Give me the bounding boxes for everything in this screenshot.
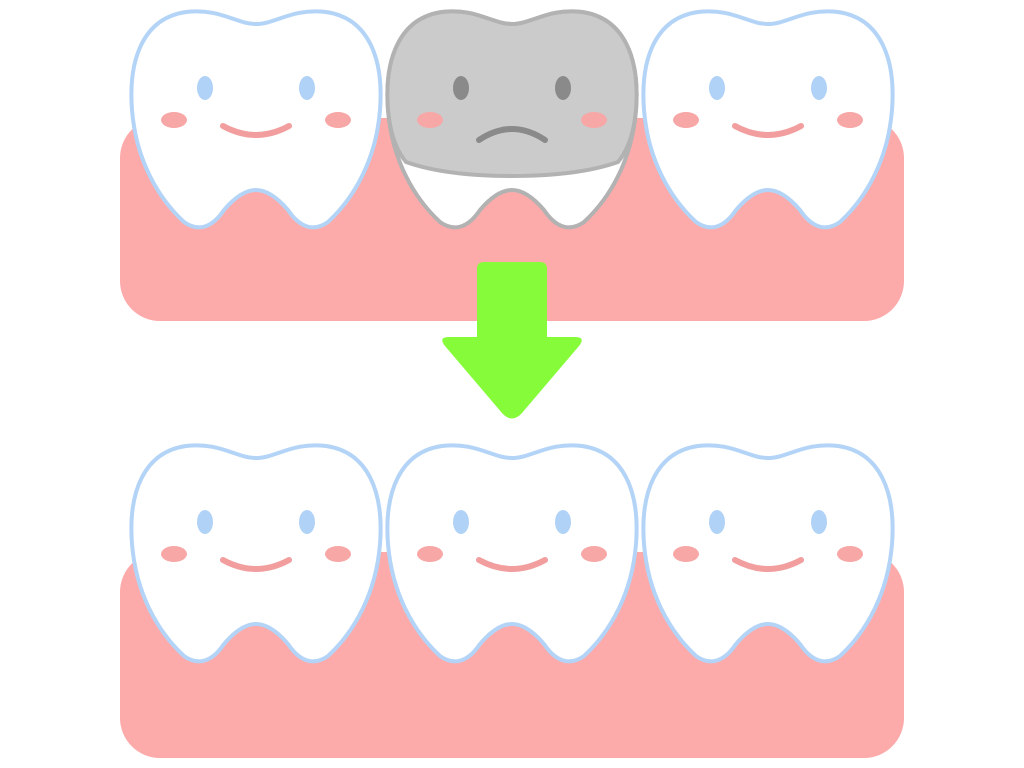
left-eye [197, 76, 213, 100]
left-eye [709, 76, 725, 100]
right-cheek [837, 112, 863, 128]
right-cheek [325, 112, 351, 128]
right-cheek [581, 112, 607, 128]
after-teeth [129, 443, 895, 664]
tooth-body [641, 443, 895, 664]
before-row [120, 9, 904, 321]
right-eye [299, 76, 315, 100]
left-eye [453, 76, 469, 100]
tooth-body [129, 443, 383, 664]
right-cheek [325, 546, 351, 562]
before-teeth [129, 9, 895, 230]
after-row [120, 443, 904, 758]
left-cheek [417, 112, 443, 128]
right-eye [555, 510, 571, 534]
smile [732, 123, 804, 138]
left-eye [709, 510, 725, 534]
frown [476, 126, 548, 143]
left-cheek [161, 112, 187, 128]
tooth-body [129, 9, 383, 230]
left-eye [453, 510, 469, 534]
metal-crown-tooth [385, 9, 639, 230]
metal-crown [385, 9, 639, 178]
left-cheek [161, 546, 187, 562]
healthy-tooth [641, 443, 895, 664]
smile [220, 123, 292, 138]
left-cheek [673, 546, 699, 562]
left-eye [197, 510, 213, 534]
smile [220, 557, 292, 572]
smile [476, 557, 548, 572]
tooth-body [385, 443, 639, 664]
right-eye [299, 510, 315, 534]
right-cheek [837, 546, 863, 562]
healthy-tooth [385, 443, 639, 664]
right-eye [555, 76, 571, 100]
healthy-tooth [129, 443, 383, 664]
down-arrow-icon [442, 262, 582, 419]
healthy-tooth [129, 9, 383, 230]
smile [732, 557, 804, 572]
healthy-tooth [641, 9, 895, 230]
left-cheek [673, 112, 699, 128]
tooth-body [641, 9, 895, 230]
right-cheek [581, 546, 607, 562]
right-eye [811, 510, 827, 534]
left-cheek [417, 546, 443, 562]
right-eye [811, 76, 827, 100]
